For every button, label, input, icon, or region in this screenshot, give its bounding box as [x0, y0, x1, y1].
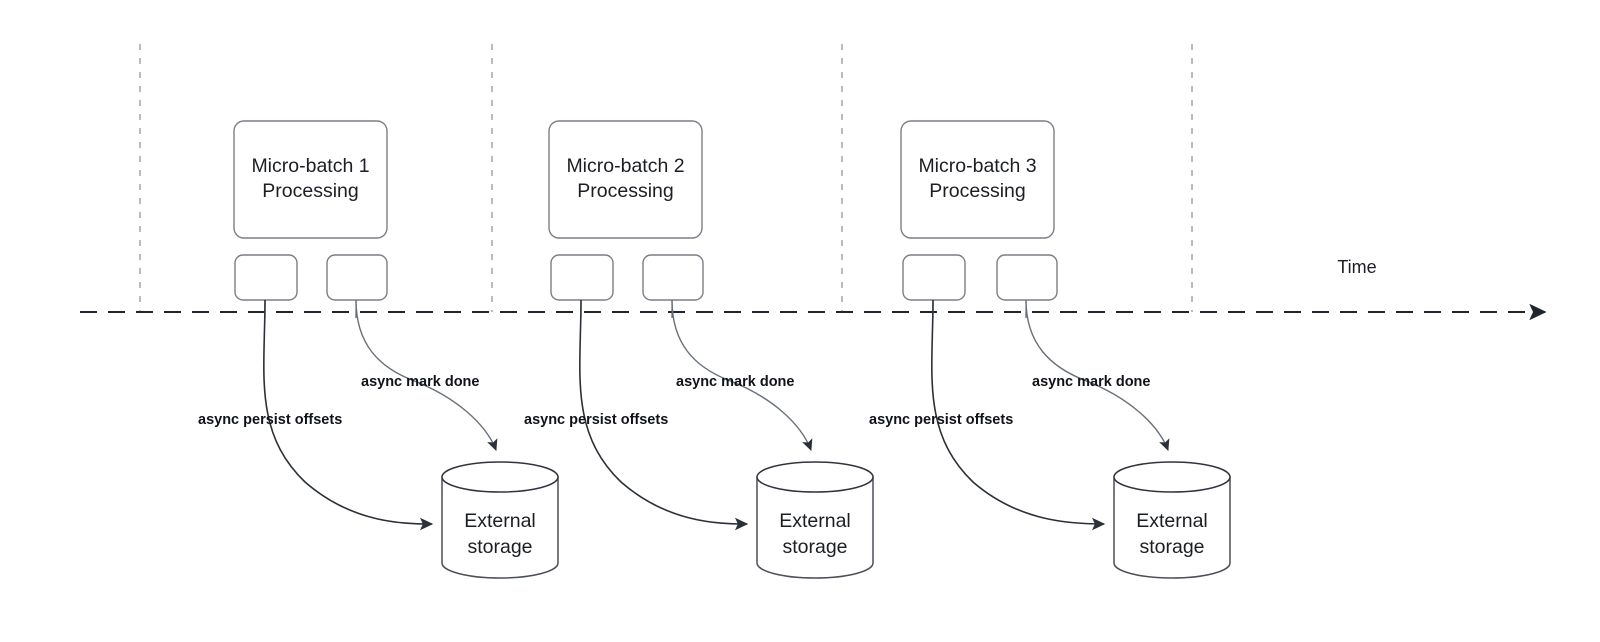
async-mark-done-arrow-2: [671, 299, 813, 451]
external-storage-label-1-line2: storage: [467, 536, 532, 558]
async-persist-offsets-arrow-1: [263, 299, 434, 531]
external-storage-label-1-line1: External: [464, 510, 536, 532]
group-2: Micro-batch 2 Processing async persist o…: [524, 120, 874, 579]
async-mark-done-label-3: async mark done: [1032, 374, 1150, 390]
external-storage-cylinder-2[interactable]: [756, 461, 874, 579]
async-persist-offsets-label-2: async persist offsets: [524, 412, 668, 428]
micro-batch-2-tick-box-a[interactable]: [550, 254, 614, 301]
micro-batch-2-tick-box-b[interactable]: [642, 254, 704, 301]
micro-batch-3-label-line1: Micro-batch 3: [918, 155, 1036, 177]
external-storage-label-3-line2: storage: [1139, 536, 1204, 558]
group-3: Micro-batch 3 Processing async persist o…: [869, 120, 1231, 579]
external-storage-label-2-line2: storage: [782, 536, 847, 558]
micro-batch-3-tick-box-a[interactable]: [902, 254, 966, 301]
async-mark-done-label-1: async mark done: [361, 374, 479, 390]
async-mark-done-arrow-3: [1025, 299, 1170, 451]
async-mark-done-label-2: async mark done: [676, 374, 794, 390]
micro-batch-3-tick-box-b[interactable]: [996, 254, 1058, 301]
micro-batch-1-box[interactable]: [233, 120, 388, 239]
micro-batch-1-tick-box-b[interactable]: [326, 254, 388, 301]
async-persist-offsets-label-1: async persist offsets: [198, 412, 342, 428]
micro-batch-3-label-line2: Processing: [929, 180, 1025, 202]
time-axis-label: Time: [1337, 257, 1376, 277]
external-storage-cylinder-3[interactable]: [1113, 461, 1231, 579]
time-axis: Time: [80, 257, 1547, 321]
micro-batch-1-label-line2: Processing: [262, 180, 358, 202]
micro-batch-3-box[interactable]: [900, 120, 1055, 239]
micro-batch-1-label-line1: Micro-batch 1: [251, 155, 369, 177]
external-storage-label-2-line1: External: [779, 510, 851, 532]
async-mark-done-arrow-1: [355, 299, 498, 451]
micro-batch-1-tick-box-a[interactable]: [234, 254, 298, 301]
async-persist-offsets-label-3: async persist offsets: [869, 412, 1013, 428]
micro-batch-2-box[interactable]: [548, 120, 703, 239]
batch-boundary-lines: [139, 44, 1193, 312]
async-persist-offsets-arrow-2: [579, 299, 749, 531]
external-storage-label-3-line1: External: [1136, 510, 1208, 532]
external-storage-cylinder-1[interactable]: [441, 461, 559, 579]
micro-batch-2-label-line2: Processing: [577, 180, 673, 202]
group-1: Micro-batch 1 Processing async persist o…: [198, 120, 559, 579]
micro-batch-2-label-line1: Micro-batch 2: [566, 155, 684, 177]
async-persist-offsets-arrow-3: [931, 299, 1106, 531]
